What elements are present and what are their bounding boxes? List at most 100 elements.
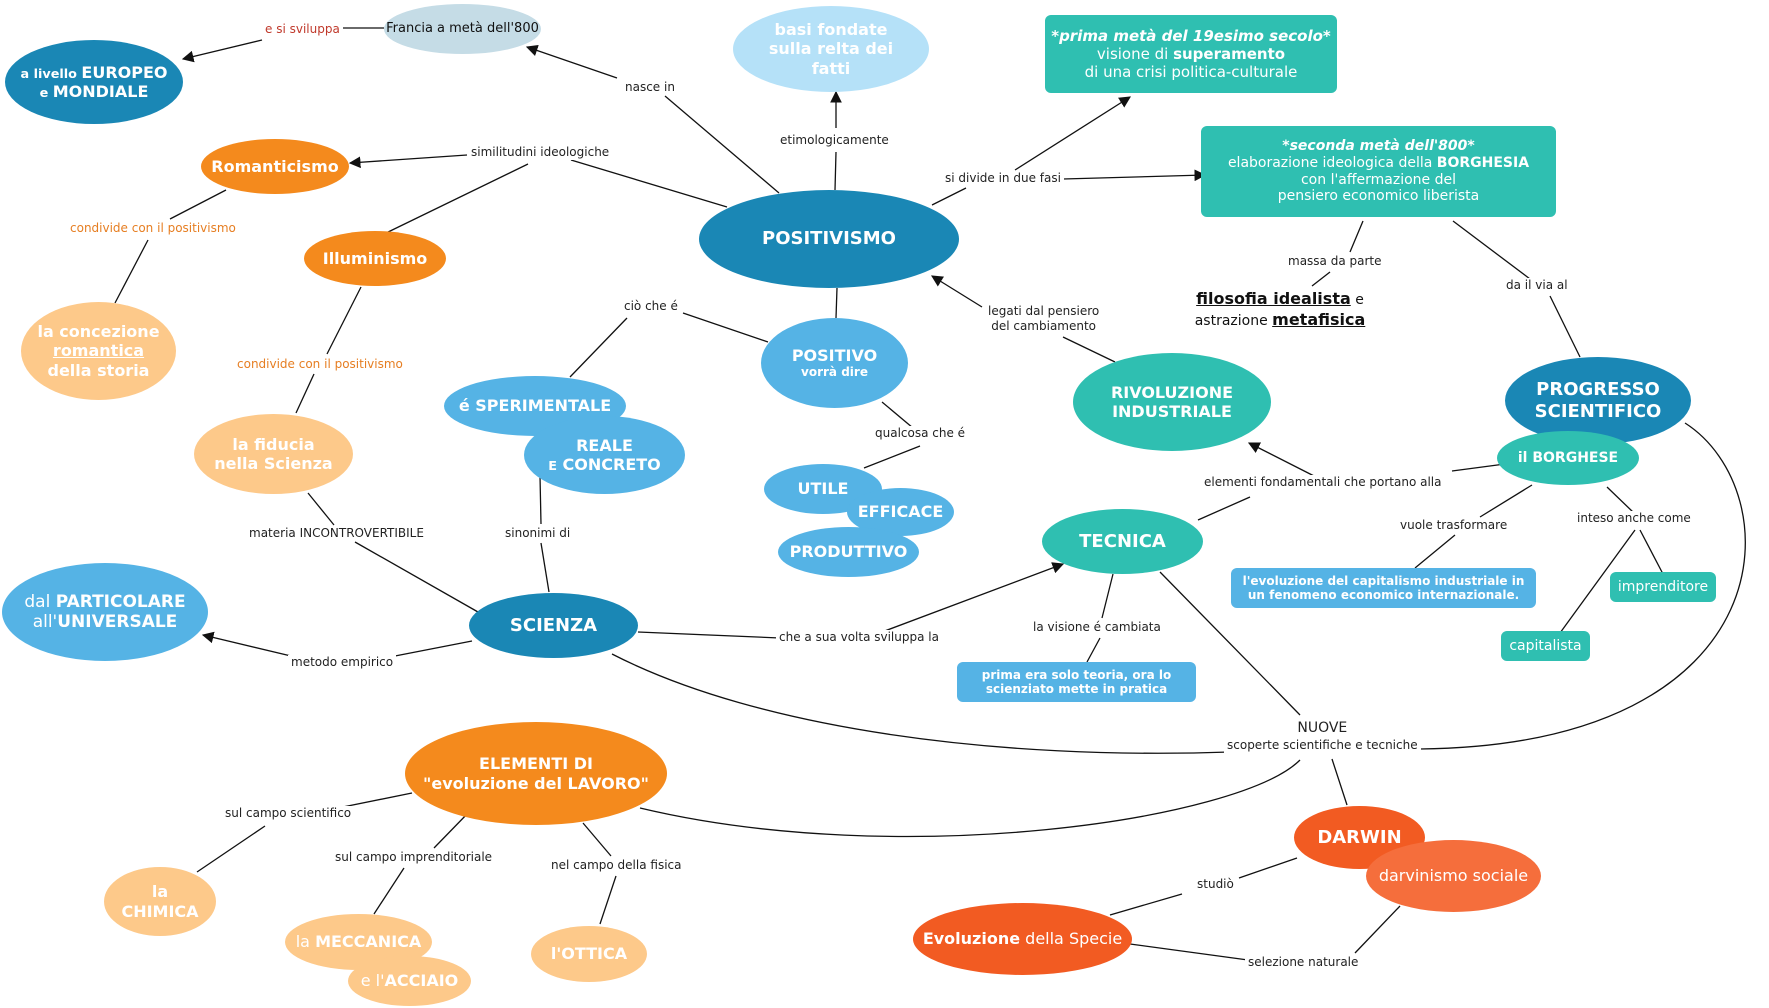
node-borghese[interactable]: il BORGHESE <box>1497 431 1639 485</box>
node-fiducia[interactable]: la fiducia nella Scienza <box>194 414 353 494</box>
node-sperimentale-label: é SPERIMENTALE <box>458 396 612 416</box>
edge-divide-prima <box>1014 96 1131 171</box>
link-label-legati-line1: legati dal pensiero <box>988 304 1100 318</box>
node-progresso[interactable]: PROGRESSO SCIENTIFICO <box>1505 357 1691 444</box>
node-positivismo-label: POSITIVISMO <box>762 228 896 250</box>
node-particolare[interactable]: dal PARTICOLARE all'UNIVERSALE <box>2 563 208 661</box>
edge-seconda-massa <box>1349 220 1364 253</box>
node-positivo-line2: vorrà dire <box>801 365 868 380</box>
link-label-elementi-fond: elementi fondamentali che portano alla <box>1201 475 1445 490</box>
node-fiducia-label: la fiducia nella Scienza <box>214 434 333 473</box>
node-acciaio[interactable]: e l'ACCIAIO <box>348 956 471 1006</box>
edge-positivismo-divide <box>931 187 967 206</box>
node-concezione-line1: la concezione <box>37 322 160 342</box>
edge-positivismo-etim <box>834 151 837 191</box>
node-ottica-label: l'OTTICA <box>550 944 628 964</box>
node-scienza[interactable]: SCIENZA <box>469 593 638 658</box>
node-capitalista[interactable]: capitalista <box>1501 631 1590 661</box>
node-positivo-line1: POSITIVO <box>791 346 878 366</box>
node-elementi-line1: ELEMENTI DI <box>479 754 593 774</box>
edge-seconda-davia <box>1452 220 1531 280</box>
edge-davia-progresso <box>1549 295 1581 358</box>
node-filosofia[interactable]: filosofia idealista e astrazione metafis… <box>1185 289 1375 331</box>
node-evoluzione-cap-label: l'evoluzione del capitalismo industriale… <box>1242 573 1525 602</box>
node-filosofia-line1: filosofia idealista e <box>1196 289 1364 308</box>
node-evoluzione-specie[interactable]: Evoluzione della Specie <box>913 903 1132 975</box>
edge-metodo-particolare <box>201 631 292 657</box>
node-filosofia-line2: astrazione metafisica <box>1194 309 1366 329</box>
node-seconda-meta-line3: con l'affermazione del <box>1300 171 1457 188</box>
edge-studio-evoluzione <box>1109 893 1183 916</box>
edge-fiducia-materia <box>307 492 335 526</box>
edge-materia-scienza <box>354 541 479 613</box>
node-romanticismo-label: Romanticismo <box>211 156 339 176</box>
edge-scienza-nuove <box>611 653 1231 754</box>
node-seconda-meta[interactable]: *seconda metà dell'800* elaborazione ide… <box>1201 126 1556 217</box>
node-prima-teoria-label: prima era solo teoria, ora lo scienziato… <box>981 667 1172 696</box>
node-romanticismo[interactable]: Romanticismo <box>201 139 349 194</box>
edge-condivide-concez <box>114 239 149 304</box>
link-label-nuove: NUOVE scoperte scientifiche e tecniche <box>1224 720 1421 753</box>
node-rivoluzione[interactable]: RIVOLUZIONE INDUSTRIALE <box>1073 353 1271 451</box>
node-concezione-line2: romantica <box>52 341 145 361</box>
node-rivoluzione-label: RIVOLUZIONE INDUSTRIALE <box>1110 382 1234 421</box>
edge-inteso-capitalista <box>1559 529 1636 634</box>
node-francia[interactable]: Francia a metà dell'800 <box>384 4 541 54</box>
node-evoluzione-cap[interactable]: l'evoluzione del capitalismo industriale… <box>1231 568 1536 608</box>
link-label-e-si-sviluppa: e si sviluppa <box>262 22 343 37</box>
edge-sinonimi-scienza <box>540 542 550 593</box>
link-label-vuole: vuole trasformare <box>1397 518 1511 533</box>
node-imprenditore[interactable]: imprenditore <box>1610 572 1716 602</box>
node-utile-label: UTILE <box>797 479 849 499</box>
node-produttivo[interactable]: PRODUTTIVO <box>778 527 919 577</box>
edge-scienza-cheasua <box>637 631 781 639</box>
edge-elementi-rivol <box>1247 442 1319 479</box>
node-illuminismo[interactable]: Illuminismo <box>304 231 446 286</box>
link-label-nuove-line1: NUOVE <box>1297 720 1348 736</box>
node-tecnica[interactable]: TECNICA <box>1042 509 1203 574</box>
node-evoluzione-specie-line: Evoluzione della Specie <box>922 929 1123 949</box>
node-ottica[interactable]: l'OTTICA <box>531 926 647 982</box>
edge-vuole-evoluzione <box>1414 534 1456 569</box>
link-label-nasce-in: nasce in <box>622 80 678 95</box>
link-label-metodo: metodo empirico <box>288 655 397 670</box>
edge-selezione-evoluzione <box>1129 943 1249 961</box>
edge-scientifico-chimica <box>196 825 266 873</box>
node-efficace-label: EFFICACE <box>857 502 944 522</box>
edge-borghese-vuole <box>1479 484 1533 518</box>
edge-condivide-fiducia <box>295 373 315 414</box>
node-prima-meta[interactable]: *prima metà del 19esimo secolo* visione … <box>1045 15 1337 93</box>
link-label-legati: legati dal pensiero del cambiamento <box>985 304 1103 334</box>
node-positivismo[interactable]: POSITIVISMO <box>699 190 959 288</box>
node-basi-label: basi fondate sulla relta dei fatti <box>768 20 894 78</box>
link-label-che-a-sua-volta: che a sua volta sviluppa la <box>776 630 942 645</box>
link-label-legati-line2: del cambiamento <box>991 319 1097 333</box>
node-darvinismo[interactable]: darvinismo sociale <box>1366 840 1541 912</box>
node-basi[interactable]: basi fondate sulla relta dei fatti <box>733 6 929 92</box>
node-europeo[interactable]: a livello EUROPEO e MONDIALE <box>5 40 183 124</box>
edge-borghese-elementi <box>1451 463 1506 472</box>
node-prima-teoria[interactable]: prima era solo teoria, ora lo scienziato… <box>957 662 1196 702</box>
node-imprenditore-label: imprenditore <box>1617 578 1709 595</box>
node-europeo-line1: a livello EUROPEO <box>20 62 168 82</box>
node-chimica-line2: CHIMICA <box>121 901 199 921</box>
node-seconda-meta-title: *seconda metà dell'800* <box>1282 137 1475 154</box>
node-tecnica-label: TECNICA <box>1079 530 1166 552</box>
link-label-la-visione: la visione é cambiata <box>1030 620 1164 635</box>
node-positivo[interactable]: POSITIVO vorrà dire <box>761 318 908 408</box>
link-label-sul-imprenditoriale: sul campo imprenditoriale <box>332 850 496 865</box>
node-chimica[interactable]: la CHIMICA <box>104 867 216 936</box>
link-label-nel-fisica: nel campo della fisica <box>548 858 685 873</box>
node-concezione[interactable]: la concezione romantica della storia <box>21 302 176 400</box>
link-label-sul-scientifico: sul campo scientifico <box>222 806 355 821</box>
edge-massa-filosofia <box>1311 271 1331 287</box>
edge-illum-condivide <box>326 286 362 355</box>
edge-tecnica-visione <box>1101 573 1114 619</box>
node-elementi[interactable]: ELEMENTI DI "evoluzione del LAVORO" <box>405 722 667 825</box>
edge-divide-seconda <box>1062 169 1207 182</box>
node-utile[interactable]: UTILE <box>764 464 882 514</box>
edge-nasce-francia <box>525 44 618 79</box>
node-reale[interactable]: REALE E CONCRETO <box>524 416 685 494</box>
node-scienza-label: SCIENZA <box>509 614 598 636</box>
edge-positivo-cioche <box>682 312 769 343</box>
